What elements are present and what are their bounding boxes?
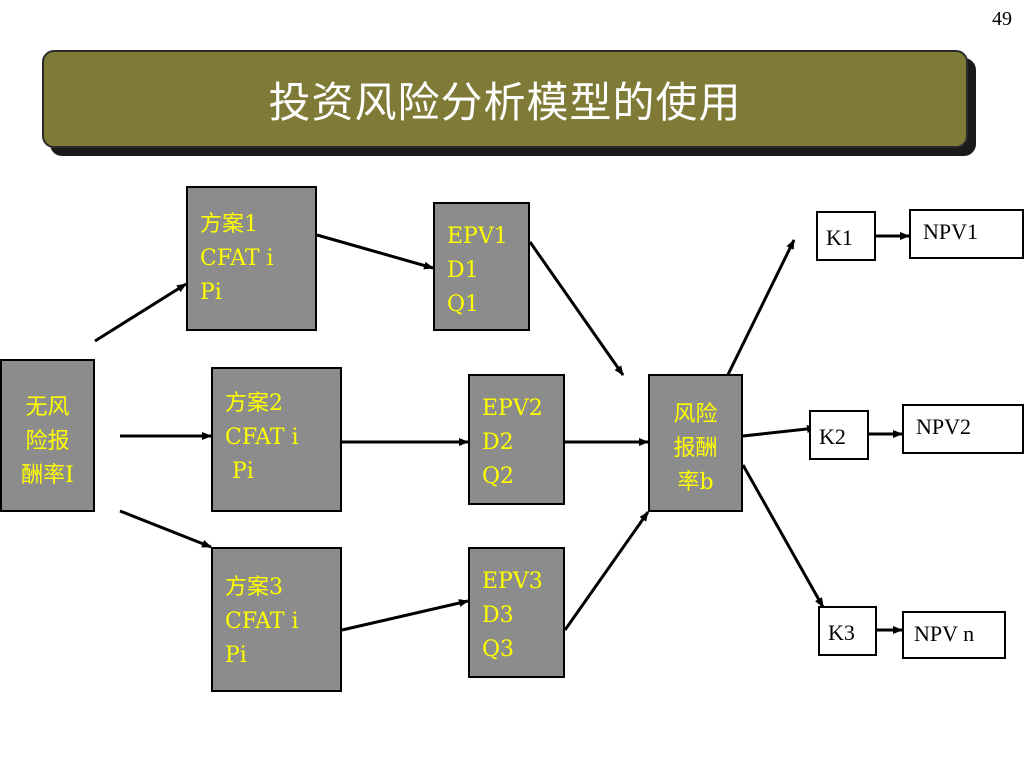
node-npvn: NPV n xyxy=(902,611,1006,659)
node-text: D2 xyxy=(482,430,514,455)
node-plan-2: 方案2 CFAT i Pi xyxy=(211,367,342,512)
arrow-epv3-to-risk xyxy=(563,511,650,631)
arrow-plan1-to-epv1 xyxy=(316,233,434,270)
node-text: Q1 xyxy=(447,292,480,317)
node-text: CFAT i xyxy=(225,425,299,450)
arrow-risk-to-k1 xyxy=(716,239,796,396)
node-epv-2: EPV2 D2 Q2 xyxy=(468,374,565,505)
node-npv2: NPV2 xyxy=(902,404,1024,454)
node-text: EPV1 xyxy=(447,224,508,249)
node-text: 报酬 xyxy=(673,436,718,461)
node-text: 风险 xyxy=(673,402,718,427)
node-text: 方案3 xyxy=(225,575,283,600)
node-plan-3: 方案3 CFAT i Pi xyxy=(211,547,342,692)
node-text: D3 xyxy=(482,603,514,628)
node-text: Q3 xyxy=(482,637,515,662)
node-k1: K1 xyxy=(816,211,876,261)
node-text: D1 xyxy=(447,258,479,283)
node-text: 险报 xyxy=(25,429,70,454)
node-text: 方案1 xyxy=(200,212,258,237)
arrow-risk-to-k2 xyxy=(742,425,817,438)
node-npv1: NPV1 xyxy=(909,209,1024,259)
node-risk-free-rate: 无风 险报 酬率I xyxy=(0,359,95,512)
node-risk-premium-rate: 风险 报酬 率b xyxy=(648,374,743,512)
node-text: 无风 xyxy=(25,395,70,420)
arrow-epv1-to-risk xyxy=(528,241,625,376)
node-text: CFAT i xyxy=(225,609,299,634)
node-text: Pi xyxy=(200,280,222,305)
node-text: 酬率I xyxy=(21,463,74,488)
node-text: EPV2 xyxy=(482,396,543,421)
slide-title: 投资风险分析模型的使用 xyxy=(268,77,742,127)
node-text: Pi xyxy=(225,643,247,668)
arrow-riskfree-to-plan3 xyxy=(119,509,212,549)
node-plan-1: 方案1 CFAT i Pi xyxy=(186,186,317,331)
title-bar: 投资风险分析模型的使用 xyxy=(42,50,968,148)
arrow-risk-to-k3 xyxy=(741,464,825,608)
arrow-riskfree-to-plan1 xyxy=(94,282,187,343)
node-text: Pi xyxy=(225,459,254,484)
node-text: 方案2 xyxy=(225,391,283,416)
node-text: EPV3 xyxy=(482,569,543,594)
arrow-plan3-to-epv3 xyxy=(341,599,469,632)
node-k2: K2 xyxy=(809,410,869,460)
node-text: 率b xyxy=(677,470,714,495)
page-number: 49 xyxy=(992,8,1012,30)
node-epv-1: EPV1 D1 Q1 xyxy=(433,202,530,331)
node-text: Q2 xyxy=(482,464,515,489)
node-k3: K3 xyxy=(818,606,877,656)
node-epv-3: EPV3 D3 Q3 xyxy=(468,547,565,678)
node-text: CFAT i xyxy=(200,246,274,271)
